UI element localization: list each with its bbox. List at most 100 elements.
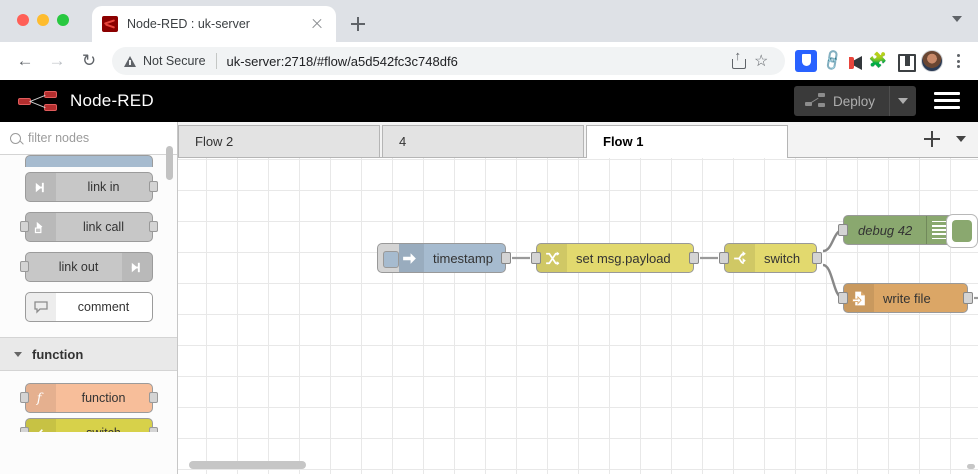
forward-button[interactable]: → [48,51,66,70]
palette-item-link-call[interactable]: link call [0,207,177,247]
browser-chrome: Node-RED : uk-server ← → ↻ Not Secure uk… [0,0,978,80]
reload-button[interactable]: ↻ [81,51,97,70]
palette-item-function[interactable]: f function [0,371,177,418]
link-out-icon [121,253,152,281]
palette-item-label: comment [77,300,130,314]
palette-item-label: function [81,391,126,405]
input-port[interactable] [838,224,848,236]
new-tab-button[interactable] [345,11,371,37]
flow-editor: Flow 2 4 Flow 1 [178,122,978,474]
input-port[interactable] [19,392,29,403]
link-in-icon [25,173,56,201]
input-port[interactable] [531,252,541,264]
output-port[interactable] [148,181,158,192]
input-port[interactable] [19,427,29,432]
flow-canvas[interactable]: timestamp set msg.payload [178,158,978,474]
vertical-scrollbar[interactable] [967,464,975,469]
output-port[interactable] [148,427,158,432]
node-label: switch [764,250,801,266]
output-port[interactable] [148,221,158,232]
palette-category-label: function [32,346,84,362]
output-port[interactable] [963,292,973,304]
star-icon[interactable] [751,50,773,72]
inject-arrow-icon [394,244,424,272]
input-port[interactable] [19,221,29,232]
link-extension-icon[interactable]: 🔗 [820,48,846,73]
inject-trigger-button[interactable] [377,243,399,273]
hamburger-menu-icon[interactable] [934,92,960,113]
megaphone-extension-icon[interactable] [849,56,862,70]
sidepanel-icon[interactable] [894,50,916,72]
switch-branch-icon [725,244,755,272]
inject-node[interactable]: timestamp [377,243,511,273]
flow-menu-caret-icon[interactable] [956,136,966,142]
url-text: uk-server:2718/#flow/a5d542fc3c748df6 [226,53,458,69]
editor-body: filter nodes link in [0,122,978,474]
debug-toggle-button[interactable] [946,214,978,248]
add-flow-icon[interactable] [924,131,940,147]
palette-item-link-in[interactable]: link in [0,167,177,207]
deploy-button[interactable]: Deploy [793,86,916,116]
node-red-favicon-icon [102,16,118,32]
function-icon: f [25,384,56,412]
flow-tab-label: Flow 2 [195,134,234,149]
palette-scrollbar[interactable] [166,146,173,180]
flow-wires [512,228,978,300]
output-port[interactable] [689,252,699,264]
kebab-menu-icon[interactable] [948,50,968,72]
not-secure-warning-icon [124,55,136,67]
palette-filter-input[interactable]: filter nodes [0,122,177,155]
deploy-dropdown-button[interactable] [890,86,916,116]
node-red-header: Node-RED Deploy [0,80,978,122]
browser-tabstrip: Node-RED : uk-server [0,0,978,42]
input-port[interactable] [19,261,29,272]
palette-item-label: link call [83,220,124,234]
puzzle-extension-icon[interactable]: 🧩 [868,52,888,69]
flow-tab-4[interactable]: 4 [382,125,584,157]
debug-node-42[interactable]: debug 42 [838,214,978,248]
file-write-node[interactable]: write file [838,283,973,313]
palette-item-label: switch [56,426,152,432]
node-palette: filter nodes link in [0,122,178,474]
avatar[interactable] [921,50,943,72]
palette-category-function[interactable]: function [0,337,177,371]
palette-item-label: link out [58,260,99,274]
palette-node-partial-top[interactable] [0,155,177,167]
close-window-button[interactable] [17,14,29,26]
deploy-button-main[interactable]: Deploy [794,86,889,116]
flow-tab-flow-1[interactable]: Flow 1 [586,125,788,158]
input-port[interactable] [719,252,729,264]
chevron-down-icon [898,98,908,104]
input-port[interactable] [838,292,848,304]
output-port[interactable] [501,252,511,264]
horizontal-scrollbar[interactable] [189,461,306,469]
shield-extension-icon[interactable] [795,50,817,72]
output-port[interactable] [812,252,822,264]
palette-item-switch-partial[interactable]: switch [0,418,177,432]
address-bar[interactable]: Not Secure uk-server:2718/#flow/a5d542fc… [112,47,785,75]
close-icon[interactable] [308,15,326,33]
chevron-down-icon[interactable] [952,16,962,22]
output-port[interactable] [148,392,158,403]
change-shuffle-icon [537,244,567,272]
chevron-down-icon [14,351,22,357]
change-node[interactable]: set msg.payload [531,243,699,273]
minimize-window-button[interactable] [37,14,49,26]
switch-node[interactable]: switch [719,243,822,273]
palette-filter-placeholder: filter nodes [28,131,90,145]
share-icon[interactable] [727,49,749,72]
node-red-mark-icon [18,90,60,112]
browser-tab[interactable]: Node-RED : uk-server [92,6,336,42]
flow-tab-flow-2[interactable]: Flow 2 [178,125,380,157]
switch-icon [25,419,56,432]
node-label: set msg.payload [576,250,671,266]
node-label: timestamp [433,250,493,266]
palette-item-label: link in [87,180,120,194]
palette-item-link-out[interactable]: link out [0,247,177,287]
palette-item-comment[interactable]: comment [0,287,177,327]
maximize-window-button[interactable] [57,14,69,26]
flow-tab-label: 4 [399,134,407,149]
window-traffic-lights [17,14,69,26]
back-button[interactable]: ← [16,51,34,70]
node-label: debug 42 [858,222,913,238]
